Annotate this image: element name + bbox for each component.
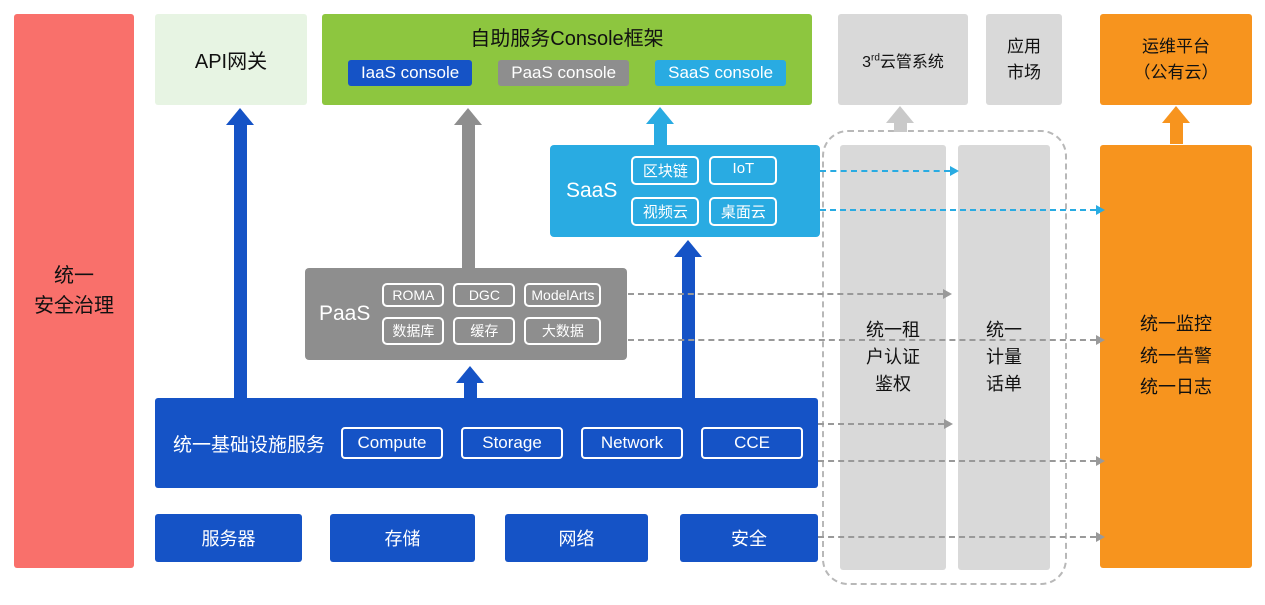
- tenant-auth-bar: 统一租 户认证 鉴权: [840, 145, 946, 570]
- infra-network-label: 网络: [558, 529, 595, 549]
- connector-saas-to-metering: [820, 166, 959, 176]
- api-gateway-label: API网关: [194, 51, 268, 73]
- security-governance-label: 统一 安全治理: [34, 265, 114, 317]
- paas-box: PaaS ROMA DGC ModelArts 数据库 缓存 大数据: [305, 268, 627, 360]
- paas-service-database: 数据库: [382, 317, 445, 345]
- arrow-monitor-to-om-platform: [1162, 106, 1190, 144]
- connector-iaas-to-metering: [818, 419, 953, 429]
- iaas-service-storage: Storage: [461, 427, 564, 459]
- console-framework-box: 自助服务Console框架 IaaS console PaaS console …: [322, 14, 812, 105]
- saas-service-desktop-cloud: 桌面云: [709, 197, 778, 226]
- iaas-service-network: Network: [581, 427, 684, 459]
- infra-server-label: 服务器: [201, 529, 256, 549]
- saas-service-blockchain: 区块链: [631, 156, 700, 185]
- iaas-service-compute: Compute: [341, 427, 444, 459]
- tenant-auth-label: 统一租 户认证 鉴权: [866, 320, 920, 394]
- infra-security-box: 安全: [680, 514, 818, 562]
- monitoring-bar: 统一监控 统一告警 统一日志: [1100, 145, 1252, 568]
- om-platform-label: 运维平台 （公有云）: [1133, 37, 1219, 82]
- iaas-service-cce: CCE: [701, 427, 804, 459]
- saas-service-video-cloud: 视频云: [631, 197, 700, 226]
- metering-label: 统一 计量 话单: [986, 320, 1022, 394]
- connector-paas-to-metering: [628, 289, 952, 299]
- saas-service-iot: IoT: [709, 156, 778, 185]
- saas-console-chip: SaaS console: [655, 60, 787, 86]
- connector-iaas-to-monitoring: [818, 456, 1105, 466]
- api-gateway-box: API网关: [155, 14, 307, 105]
- arrow-iaas-to-api-gateway: [226, 108, 254, 398]
- connector-saas-to-monitoring: [820, 205, 1105, 215]
- saas-box: SaaS 区块链 IoT 视频云 桌面云: [550, 145, 820, 237]
- infra-security-label: 安全: [731, 529, 767, 549]
- infra-storage-label: 存储: [384, 529, 421, 549]
- monitoring-label: 统一监控 统一告警 统一日志: [1140, 314, 1212, 398]
- infra-network-box: 网络: [505, 514, 648, 562]
- saas-label: SaaS: [566, 179, 618, 202]
- tenant-services-dashed-group: [822, 130, 1067, 585]
- paas-service-roma: ROMA: [382, 283, 445, 307]
- connector-paas-to-monitoring: [628, 335, 1105, 345]
- paas-service-bigdata: 大数据: [524, 317, 602, 345]
- om-platform-box: 运维平台 （公有云）: [1100, 14, 1252, 105]
- paas-label: PaaS: [319, 302, 371, 325]
- paas-service-modelarts: ModelArts: [524, 283, 602, 307]
- arrow-iaas-to-paas: [456, 366, 484, 398]
- paas-service-cache: 缓存: [453, 317, 516, 345]
- arrow-iaas-to-saas: [674, 240, 702, 398]
- console-buttons-row: IaaS console PaaS console SaaS console: [322, 60, 812, 86]
- infra-server-box: 服务器: [155, 514, 302, 562]
- app-market-label: 应用 市场: [1007, 37, 1041, 82]
- iaas-services: Compute Storage Network CCE: [341, 427, 804, 459]
- paas-service-dgc: DGC: [453, 283, 516, 307]
- iaas-box: 统一基础设施服务 Compute Storage Network CCE: [155, 398, 818, 488]
- app-market-box: 应用 市场: [986, 14, 1062, 105]
- console-framework-title: 自助服务Console框架: [470, 28, 664, 50]
- paas-services: ROMA DGC ModelArts 数据库 缓存 大数据: [382, 283, 602, 345]
- third-party-cloud-box: 3rd云管系统: [838, 14, 968, 105]
- connector-security-to-monitoring: [818, 532, 1105, 542]
- third-party-cloud-label: 3rd云管系统: [862, 52, 944, 71]
- paas-console-chip: PaaS console: [498, 60, 630, 86]
- infra-storage-box: 存储: [330, 514, 475, 562]
- iaas-label: 统一基础设施服务: [173, 434, 326, 456]
- metering-bar: 统一 计量 话单: [958, 145, 1050, 570]
- arrow-paas-to-console: [454, 108, 482, 268]
- arrow-group-to-third-party: [886, 106, 914, 132]
- arrow-saas-to-console: [646, 107, 674, 145]
- saas-services: 区块链 IoT 视频云 桌面云: [631, 156, 778, 226]
- security-governance-bar: 统一 安全治理: [14, 14, 134, 568]
- iaas-console-chip: IaaS console: [347, 60, 473, 86]
